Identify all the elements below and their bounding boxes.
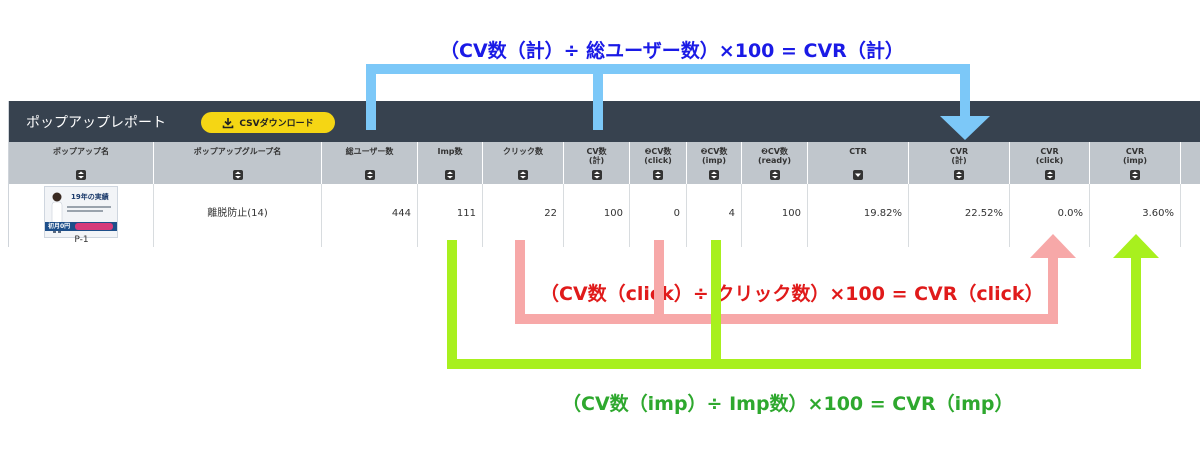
cell-clicks: 22: [483, 184, 564, 247]
col-sublabel: (imp): [701, 156, 727, 165]
cell-total-users: 444: [322, 184, 418, 247]
cell-group-name: 離脱防止(14): [154, 184, 322, 247]
col-label: CV数: [586, 147, 607, 156]
col-imp: Imp数: [418, 142, 483, 184]
sort-icon[interactable]: [769, 170, 780, 180]
col-label: CVR: [949, 147, 969, 156]
report-header: ポップアップレポート CSVダウンロード: [9, 101, 1200, 142]
col-label: CVR: [1040, 147, 1059, 156]
cell-cvr-imp: 3.60%: [1090, 184, 1181, 247]
col-label: ポップアップグループ名: [193, 147, 282, 156]
col-group-name: ポップアップグループ名: [154, 142, 322, 184]
cell-cv-total: 100: [564, 184, 630, 247]
col-overflow: [1181, 142, 1200, 184]
sort-desc-icon[interactable]: [853, 170, 863, 180]
col-label: クリック数: [503, 147, 543, 156]
col-cvr-total: CVR(計): [909, 142, 1010, 184]
col-label: Imp数: [437, 147, 463, 156]
sort-icon[interactable]: [518, 170, 528, 180]
thumbnail-price: 初月0円: [48, 223, 71, 230]
col-cvr-imp: CVR(imp): [1090, 142, 1181, 184]
col-label: ポップアップ名: [53, 147, 109, 156]
popup-id: P-1: [74, 235, 89, 245]
cell-ctr: 19.82%: [808, 184, 909, 247]
col-label: ❷CV数: [761, 147, 788, 156]
col-cv-ready: ❷CV数(ready): [742, 142, 808, 184]
sort-icon[interactable]: [1044, 170, 1055, 180]
col-sublabel: (計): [588, 156, 605, 165]
sort-icon[interactable]: [232, 170, 243, 180]
col-label: 総ユーザー数: [345, 147, 394, 156]
sort-icon[interactable]: [364, 170, 375, 180]
col-sublabel: (click): [1035, 156, 1064, 165]
sort-icon[interactable]: [653, 170, 663, 180]
sort-icon[interactable]: [1130, 170, 1140, 180]
formula-cvr-click: （CV数（click）÷ クリック数）×100 = CVR（click）: [540, 283, 1044, 305]
col-clicks: クリック数: [483, 142, 564, 184]
csv-download-button[interactable]: CSVダウンロード: [201, 112, 335, 133]
col-cv-imp: ❷CV数(imp): [687, 142, 742, 184]
col-sublabel: (ready): [757, 156, 792, 165]
download-icon: [223, 117, 234, 128]
popup-report-panel: ポップアップレポート CSVダウンロード ポップアップ名 ポップアップグループ名…: [8, 101, 1200, 247]
col-cv-total: CV数(計): [564, 142, 630, 184]
cell-popup-name: 19年の実績 初月0円 P-1: [9, 184, 154, 247]
csv-download-label: CSVダウンロード: [239, 119, 314, 129]
col-label: ❷CV数: [644, 147, 672, 156]
cell-cv-ready: 100: [742, 184, 808, 247]
col-label: ❷CV数: [700, 147, 728, 156]
table-header: ポップアップ名 ポップアップグループ名 総ユーザー数 Imp数 クリック数 CV…: [9, 142, 1200, 184]
thumbnail-subtext: [67, 204, 115, 214]
col-cv-click: ❷CV数(click): [630, 142, 687, 184]
cell-imp: 111: [418, 184, 483, 247]
col-label: CTR: [849, 147, 867, 156]
formula-cvr-imp: （CV数（imp）÷ Imp数）×100 = CVR（imp）: [562, 393, 1014, 415]
formula-cvr-total: （CV数（計）÷ 総ユーザー数）×100 = CVR（計）: [440, 40, 904, 62]
sort-icon[interactable]: [76, 170, 86, 180]
popup-thumbnail[interactable]: 19年の実績 初月0円: [44, 186, 118, 238]
col-ctr: CTR: [808, 142, 909, 184]
thumbnail-title: 19年の実績: [71, 193, 109, 201]
sort-icon[interactable]: [445, 170, 455, 180]
col-total-users: 総ユーザー数: [322, 142, 418, 184]
sort-icon[interactable]: [954, 170, 964, 180]
thumbnail-cta: [75, 223, 113, 230]
col-cvr-click: CVR(click): [1010, 142, 1090, 184]
sort-icon[interactable]: [591, 170, 602, 180]
cell-cvr-total: 22.52%: [909, 184, 1010, 247]
cell-cv-click: 0: [630, 184, 687, 247]
col-sublabel: (click): [644, 156, 672, 165]
cell-cv-imp: 4: [687, 184, 742, 247]
table-row: 19年の実績 初月0円 P-1 離脱防止(14) 444 111 22 100 …: [9, 184, 1200, 247]
sort-icon[interactable]: [709, 170, 719, 180]
col-sublabel: (計): [951, 156, 967, 165]
report-title: ポップアップレポート: [26, 115, 166, 131]
cell-cvr-click: 0.0%: [1010, 184, 1090, 247]
col-label: CVR: [1125, 147, 1145, 156]
col-popup-name: ポップアップ名: [9, 142, 154, 184]
col-sublabel: (imp): [1122, 156, 1148, 165]
